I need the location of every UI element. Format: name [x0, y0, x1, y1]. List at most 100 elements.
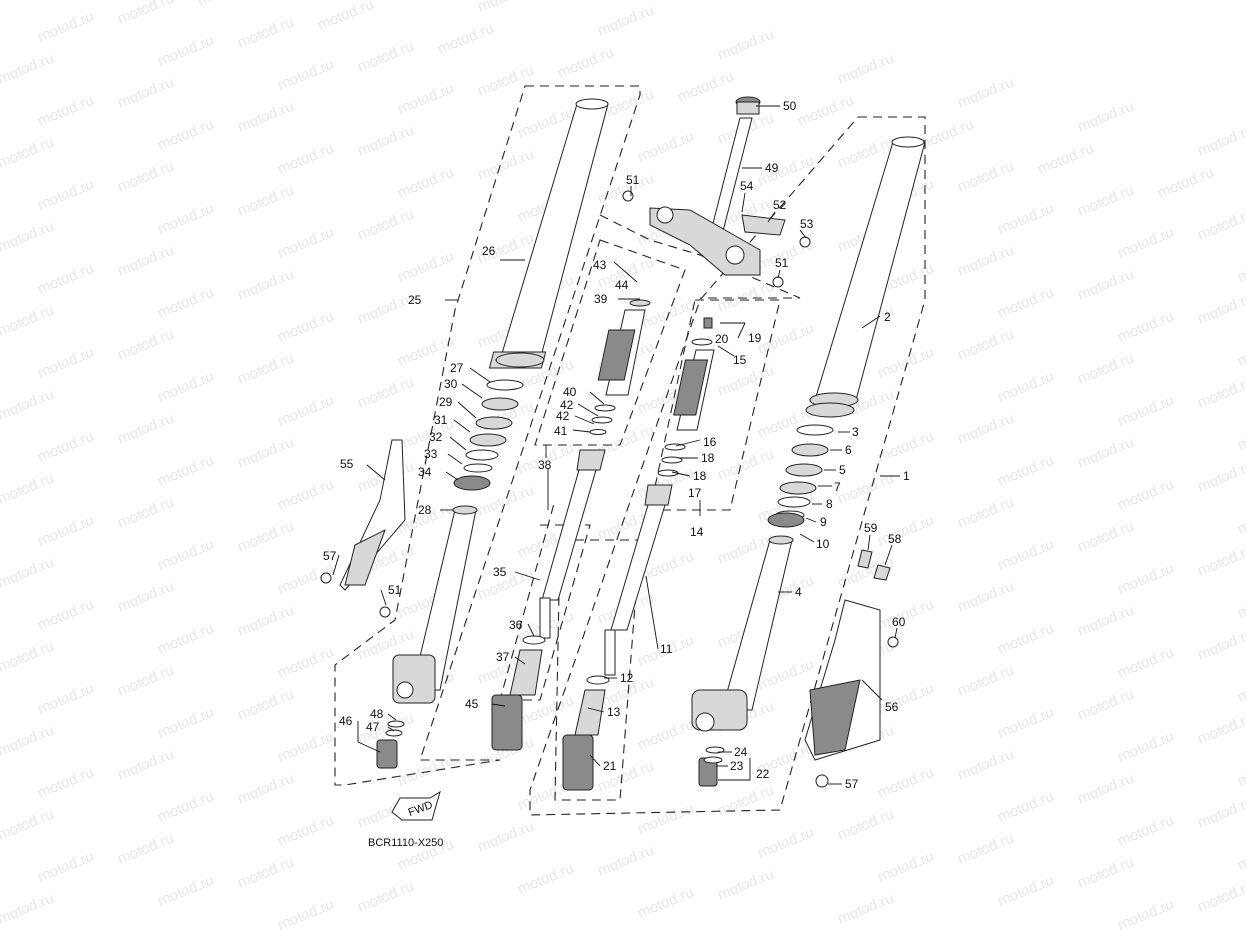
watermark-text: motod.ru — [275, 812, 336, 850]
watermark-text: motod.ru — [235, 434, 296, 472]
watermark-text: motod.ru — [1195, 374, 1246, 412]
watermark-text: motod.ru — [1075, 602, 1136, 640]
right-seal-stack — [767, 424, 834, 528]
callout-25: 25 — [408, 293, 422, 307]
watermark-text: motod.ru — [35, 596, 96, 634]
watermark-text: motod.ru — [635, 884, 696, 922]
watermark-text: motod.ru — [715, 446, 776, 484]
watermark-text: motod.ru — [1195, 626, 1246, 664]
fork-guard-55 — [339, 439, 406, 591]
callout-52: 52 — [773, 198, 787, 212]
watermark-text: motod.ru — [955, 662, 1016, 700]
watermark-text: motod.ru — [475, 146, 536, 184]
watermark-text: motod.ru — [995, 368, 1056, 406]
watermark-text: motod.ru — [995, 536, 1056, 574]
watermark-text: motod.ru — [835, 806, 896, 844]
watermark-text: motod.ru — [0, 806, 56, 844]
watermark-text: motod.ru — [1235, 500, 1246, 538]
callout-4: 4 — [795, 585, 802, 599]
watermark-text: motod.ru — [115, 74, 176, 112]
outline-inner-right — [554, 539, 641, 801]
damper-rod-35 — [491, 449, 606, 751]
watermark-text: motod.ru — [875, 764, 936, 802]
watermark-text: motod.ru — [995, 872, 1056, 910]
watermark-text: motod.ru — [115, 242, 176, 280]
watermark-text: motod.ru — [875, 344, 936, 382]
watermark-text: motod.ru — [155, 872, 216, 910]
watermark-text: motod.ru — [995, 704, 1056, 742]
watermark-text: motod.ru — [635, 716, 696, 754]
watermark-text: motod.ru — [0, 386, 56, 424]
watermark-text: motod.ru — [355, 206, 416, 244]
watermark-text: motod.ru — [35, 764, 96, 802]
callout-48: 48 — [370, 707, 384, 721]
callout-23: 23 — [730, 759, 744, 773]
watermark-text: motod.ru — [875, 596, 936, 634]
watermark-text: motod.ru — [1075, 182, 1136, 220]
callout-41: 41 — [554, 424, 568, 438]
watermark-text: motod.ru — [235, 602, 296, 640]
callout-43: 43 — [593, 258, 607, 272]
watermark-text: motod.ru — [1235, 836, 1246, 874]
callout-40: 40 — [563, 385, 577, 399]
callout-28: 28 — [418, 503, 432, 517]
callout-42: 42 — [556, 409, 570, 423]
watermark-text: motod.ru — [35, 344, 96, 382]
watermark-text: motod.ru — [715, 866, 776, 904]
watermark-text: motod.ru — [1235, 584, 1246, 622]
watermark-text: motod.ru — [35, 260, 96, 298]
callout-51: 51 — [775, 256, 789, 270]
outline-cartridge-14 — [649, 299, 781, 511]
watermark-text: motod.ru — [355, 374, 416, 412]
watermark-text: motod.ru — [595, 2, 656, 40]
callout-42: 42 — [560, 398, 574, 412]
watermark-text: motod.ru — [755, 824, 816, 862]
watermark-text: motod.ru — [355, 122, 416, 160]
callout-53: 53 — [800, 217, 814, 231]
callout-33: 33 — [424, 447, 438, 461]
callout-56: 56 — [885, 700, 899, 714]
watermark-text: motod.ru — [515, 692, 576, 730]
watermark-text: motod.ru — [1115, 560, 1176, 598]
right-inner-tube-4 — [691, 535, 794, 732]
watermark-text: motod.ru — [995, 284, 1056, 322]
watermark-text: motod.ru — [1235, 752, 1246, 790]
watermark-text: motod.ru — [555, 44, 616, 82]
callout-32: 32 — [429, 430, 443, 444]
watermark-text: motod.ru — [675, 68, 736, 106]
callout-labels: 50 49 51 54 52 53 51 43 44 39 40 42 42 4… — [323, 99, 910, 791]
watermark-text: motod.ru — [275, 644, 336, 682]
watermark-text: motod.ru — [715, 362, 776, 400]
watermark-text: motod.ru — [955, 242, 1016, 280]
watermark-text: motod.ru — [955, 494, 1016, 532]
watermark-text: motod.ru — [235, 266, 296, 304]
callout-16: 16 — [703, 435, 717, 449]
callout-3: 3 — [852, 425, 859, 439]
watermark-text: motod.ru — [1195, 458, 1246, 496]
watermark-text: motod.ru — [115, 494, 176, 532]
callout-1: 1 — [903, 469, 910, 483]
watermark-text: motod.ru — [995, 788, 1056, 826]
watermark-text: motod.ru — [1075, 434, 1136, 472]
watermark-text: motod.ru — [0, 554, 56, 592]
watermark-text: motod.ru — [1155, 164, 1216, 202]
watermark-text: motod.ru — [235, 686, 296, 724]
watermark-text: motod.ru — [115, 0, 176, 28]
watermark-text: motod.ru — [115, 410, 176, 448]
watermark-text: motod.ru — [235, 98, 296, 136]
diagram-code: BCR1110-X250 — [368, 837, 443, 849]
watermark-text: motod.ru — [0, 470, 56, 508]
watermark-text: motod.ru — [1075, 518, 1136, 556]
callout-38: 38 — [538, 458, 552, 472]
watermark-text: motod.ru — [955, 74, 1016, 112]
callout-11: 11 — [660, 642, 673, 656]
left-seal-stack — [453, 379, 524, 491]
watermark-text: motod.ru — [955, 830, 1016, 868]
leader-lines — [332, 105, 900, 785]
watermark-text: motod.ru — [395, 332, 456, 370]
watermark-text: motod.ru — [155, 536, 216, 574]
callout-54: 54 — [740, 179, 754, 193]
callout-34: 34 — [418, 465, 432, 479]
watermark-text: motod.ru — [275, 392, 336, 430]
